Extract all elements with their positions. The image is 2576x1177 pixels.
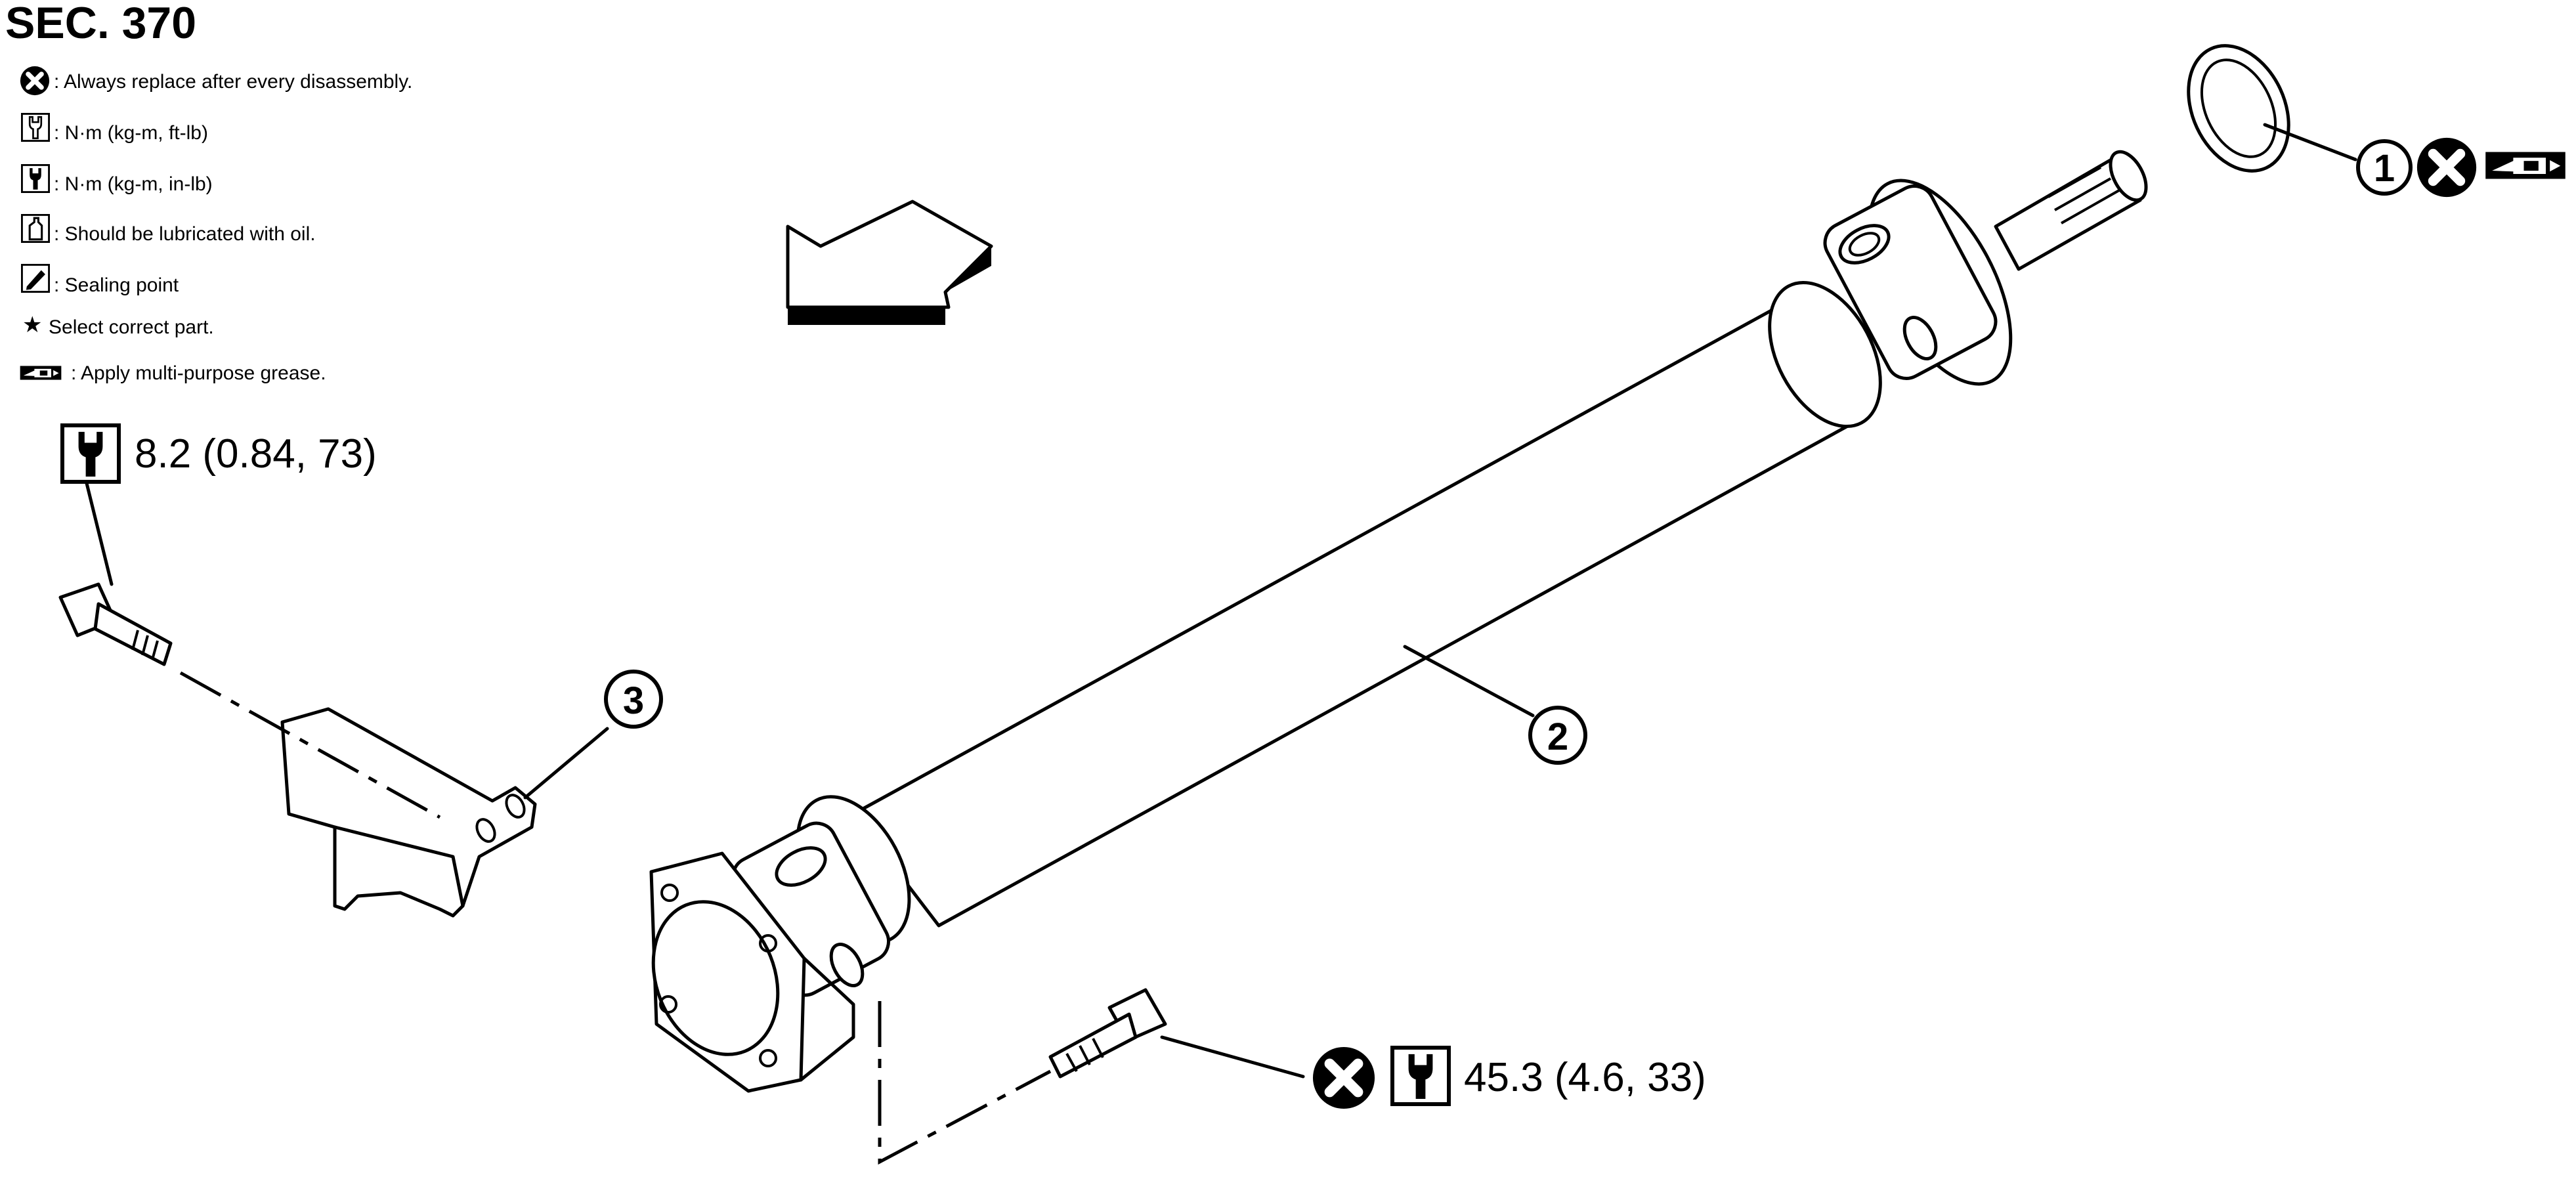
legend-item-torque-in-lb: : N·m (kg-m, in-lb) xyxy=(21,164,213,195)
legend-item-replace: : Always replace after every disassembly… xyxy=(20,66,412,95)
oil-can-icon xyxy=(21,214,50,243)
assembly-line-bracket xyxy=(179,671,441,819)
legend-text: : Sealing point xyxy=(54,274,179,296)
bracket-bolt xyxy=(58,582,173,666)
torque-in-lb-icon xyxy=(62,425,119,482)
flange-bolt xyxy=(1048,988,1167,1079)
sealing-icon xyxy=(21,264,50,293)
leader-line-bracket-bolt xyxy=(82,471,114,586)
legend-text: : Apply multi-purpose grease. xyxy=(71,362,326,384)
grease-icon xyxy=(2485,152,2565,179)
callout-3: 3 xyxy=(604,670,663,729)
callout-number: 1 xyxy=(2374,147,2395,190)
leader-line-flange-bolt xyxy=(1160,1035,1305,1079)
front-direction-arrow xyxy=(786,200,993,325)
callout-number: 3 xyxy=(623,679,644,722)
grease-icon xyxy=(20,366,62,380)
bracket-bolt-torque: 8.2 (0.84, 73) xyxy=(62,425,377,482)
star-icon: ★ xyxy=(22,312,42,337)
torque-value: 8.2 (0.84, 73) xyxy=(135,431,377,477)
legend-text: Select correct part. xyxy=(49,316,214,338)
torque-value: 45.3 (4.6, 33) xyxy=(1464,1055,1706,1100)
torque-in-lb-icon xyxy=(21,164,50,193)
legend-text: : Always replace after every disassembly… xyxy=(54,71,412,93)
center-bracket xyxy=(280,707,537,918)
callout-1: 1 xyxy=(2356,139,2413,196)
legend-item-torque-ft-lb: : N·m (kg-m, ft-lb) xyxy=(21,113,208,144)
replace-x-icon xyxy=(2417,138,2476,197)
propeller-shaft xyxy=(649,150,2148,1093)
legend: : Always replace after every disassembly… xyxy=(20,66,412,384)
legend-text: : N·m (kg-m, in-lb) xyxy=(54,173,213,195)
replace-x-icon xyxy=(1313,1047,1375,1109)
legend-text: : N·m (kg-m, ft-lb) xyxy=(54,122,208,144)
legend-item-grease: : Apply multi-purpose grease. xyxy=(20,362,326,384)
callout-number: 2 xyxy=(1547,716,1568,758)
legend-item-oil: : Should be lubricated with oil. xyxy=(21,214,316,245)
callout-2: 2 xyxy=(1528,706,1587,765)
legend-item-star: ★ Select correct part. xyxy=(22,312,214,338)
assembly-line-flange xyxy=(878,1001,1052,1165)
replace-x-icon xyxy=(20,66,49,95)
leader-line-1 xyxy=(2263,123,2357,161)
torque-ft-lb-icon xyxy=(21,113,50,142)
seal-ring xyxy=(2187,44,2290,173)
section-title: SEC. 370 xyxy=(5,0,196,48)
flange-bolt-torque: 45.3 (4.6, 33) xyxy=(1313,1047,1706,1109)
torque-ft-lb-icon xyxy=(1392,1048,1449,1104)
leader-line-2 xyxy=(1403,645,1535,717)
legend-text: : Should be lubricated with oil. xyxy=(54,223,316,245)
leader-line-3 xyxy=(523,727,609,800)
legend-item-sealing: : Sealing point xyxy=(21,264,179,296)
